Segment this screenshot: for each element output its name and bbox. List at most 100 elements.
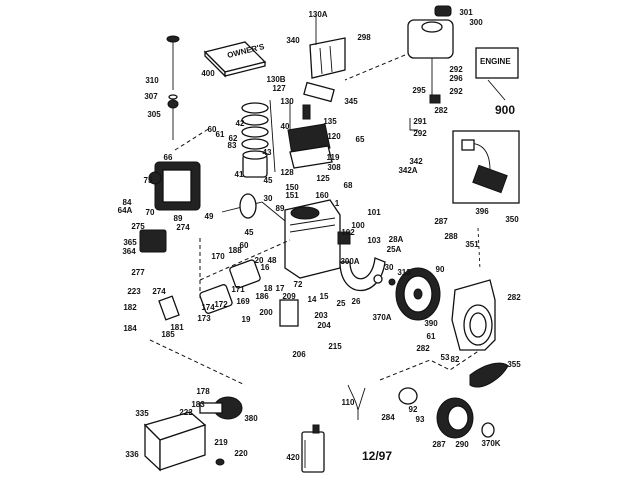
part-label: 274 [176, 223, 190, 232]
fuel-pump-part [149, 339, 246, 420]
part-label: 222 [179, 408, 193, 417]
dipstick-part [166, 35, 180, 140]
part-label: 75 [144, 176, 153, 185]
part-label: 204 [317, 321, 331, 330]
part-label: 351 [465, 240, 479, 249]
part-label: 345 [344, 97, 358, 106]
part-label: 396 [475, 207, 489, 216]
part-label: 101 [367, 208, 381, 217]
part-label: 300A [340, 257, 359, 266]
part-label: 287 [434, 217, 448, 226]
part-label: 100 [351, 221, 365, 230]
part-label: 43 [263, 148, 272, 157]
part-label: 282 [507, 293, 521, 302]
part-label: 130B [266, 75, 285, 84]
owners-manual-part: OWNER'S [203, 41, 267, 78]
part-label: 61 [427, 332, 436, 341]
part-label: 25 [337, 299, 346, 308]
date-code: 12/97 [362, 449, 392, 463]
part-label: 355 [507, 360, 521, 369]
part-label: 174 [201, 303, 215, 312]
part-label: 186 [255, 292, 269, 301]
part-label: 184 [123, 324, 137, 333]
part-label: 83 [228, 141, 237, 150]
part-label: 45 [245, 228, 254, 237]
part-label: 151 [285, 191, 299, 200]
part-label: 336 [125, 450, 139, 459]
part-label: 45 [264, 176, 273, 185]
part-label: 102 [341, 228, 355, 237]
part-label: 61 [216, 130, 225, 139]
part-label: 42 [236, 119, 245, 128]
part-label: 169 [236, 297, 250, 306]
part-label: 200 [259, 308, 273, 317]
part-label: 277 [131, 268, 145, 277]
part-label: 28A [389, 235, 404, 244]
piston-rings-part [241, 99, 276, 178]
part-label: 171 [231, 285, 245, 294]
part-label: 220 [234, 449, 248, 458]
fuel-tank-part [344, 5, 454, 131]
part-label: 219 [214, 438, 228, 447]
part-label: 16 [261, 263, 270, 272]
part-label: 390 [424, 319, 438, 328]
part-label: 60 [240, 241, 249, 250]
part-label: 1 [335, 199, 340, 208]
carburetor-gasket-parts [139, 229, 299, 327]
part-label: 41 [235, 170, 244, 179]
part-label: 49 [205, 212, 214, 221]
part-label: 66 [164, 153, 173, 162]
part-label: 82 [451, 355, 460, 364]
engine-parts-drawing: OWNER'S ENGINE [139, 5, 520, 473]
part-label: 172 [214, 300, 228, 309]
part-label: 93 [416, 415, 425, 424]
part-label: 72 [294, 280, 303, 289]
part-label: 380 [244, 414, 258, 423]
part-label: 370K [481, 439, 500, 448]
air-filter-cover-part [303, 14, 346, 103]
part-label: 130 [280, 97, 294, 106]
part-label: 300 [469, 18, 483, 27]
part-label: 340 [286, 36, 300, 45]
part-label: 215 [328, 342, 342, 351]
part-label: 127 [272, 84, 286, 93]
part-label: 26 [352, 297, 361, 306]
part-label: 48 [268, 256, 277, 265]
part-label: 282 [434, 106, 448, 115]
part-label: 342A [398, 166, 417, 175]
part-label: 17 [276, 284, 285, 293]
part-label: 183 [191, 400, 205, 409]
part-label: 292 [449, 65, 463, 74]
part-label: 305 [147, 110, 161, 119]
part-label: 284 [381, 413, 395, 422]
muffler-part [143, 411, 225, 472]
part-label: 296 [449, 74, 463, 83]
part-label: 350 [505, 215, 519, 224]
part-label: 53 [441, 353, 450, 362]
air-cleaner-base-part [148, 127, 211, 211]
engine-assembly-box: ENGINE [475, 47, 519, 101]
part-label: 20 [255, 256, 264, 265]
part-label: 25A [387, 245, 402, 254]
part-label: 160 [315, 191, 329, 200]
part-label: 335 [135, 409, 149, 418]
part-label: 110 [342, 398, 355, 407]
part-label: 310 [145, 76, 159, 85]
part-label: 18 [264, 284, 273, 293]
part-label: 307 [144, 92, 158, 101]
wire-harness-part [347, 384, 366, 420]
part-label: 60 [208, 125, 217, 134]
part-label: 400 [201, 69, 215, 78]
part-label: 370A [372, 313, 391, 322]
part-label: 90 [436, 265, 445, 274]
part-label: 206 [292, 350, 306, 359]
part-label: 170 [211, 252, 225, 261]
part-label: 15 [320, 292, 329, 301]
part-label: 900 [495, 103, 515, 117]
part-label: 62 [229, 134, 238, 143]
part-label: 274 [152, 287, 166, 296]
part-label: 181 [170, 323, 184, 332]
recoil-starter-part [379, 349, 509, 439]
part-label: 365 [123, 238, 137, 247]
